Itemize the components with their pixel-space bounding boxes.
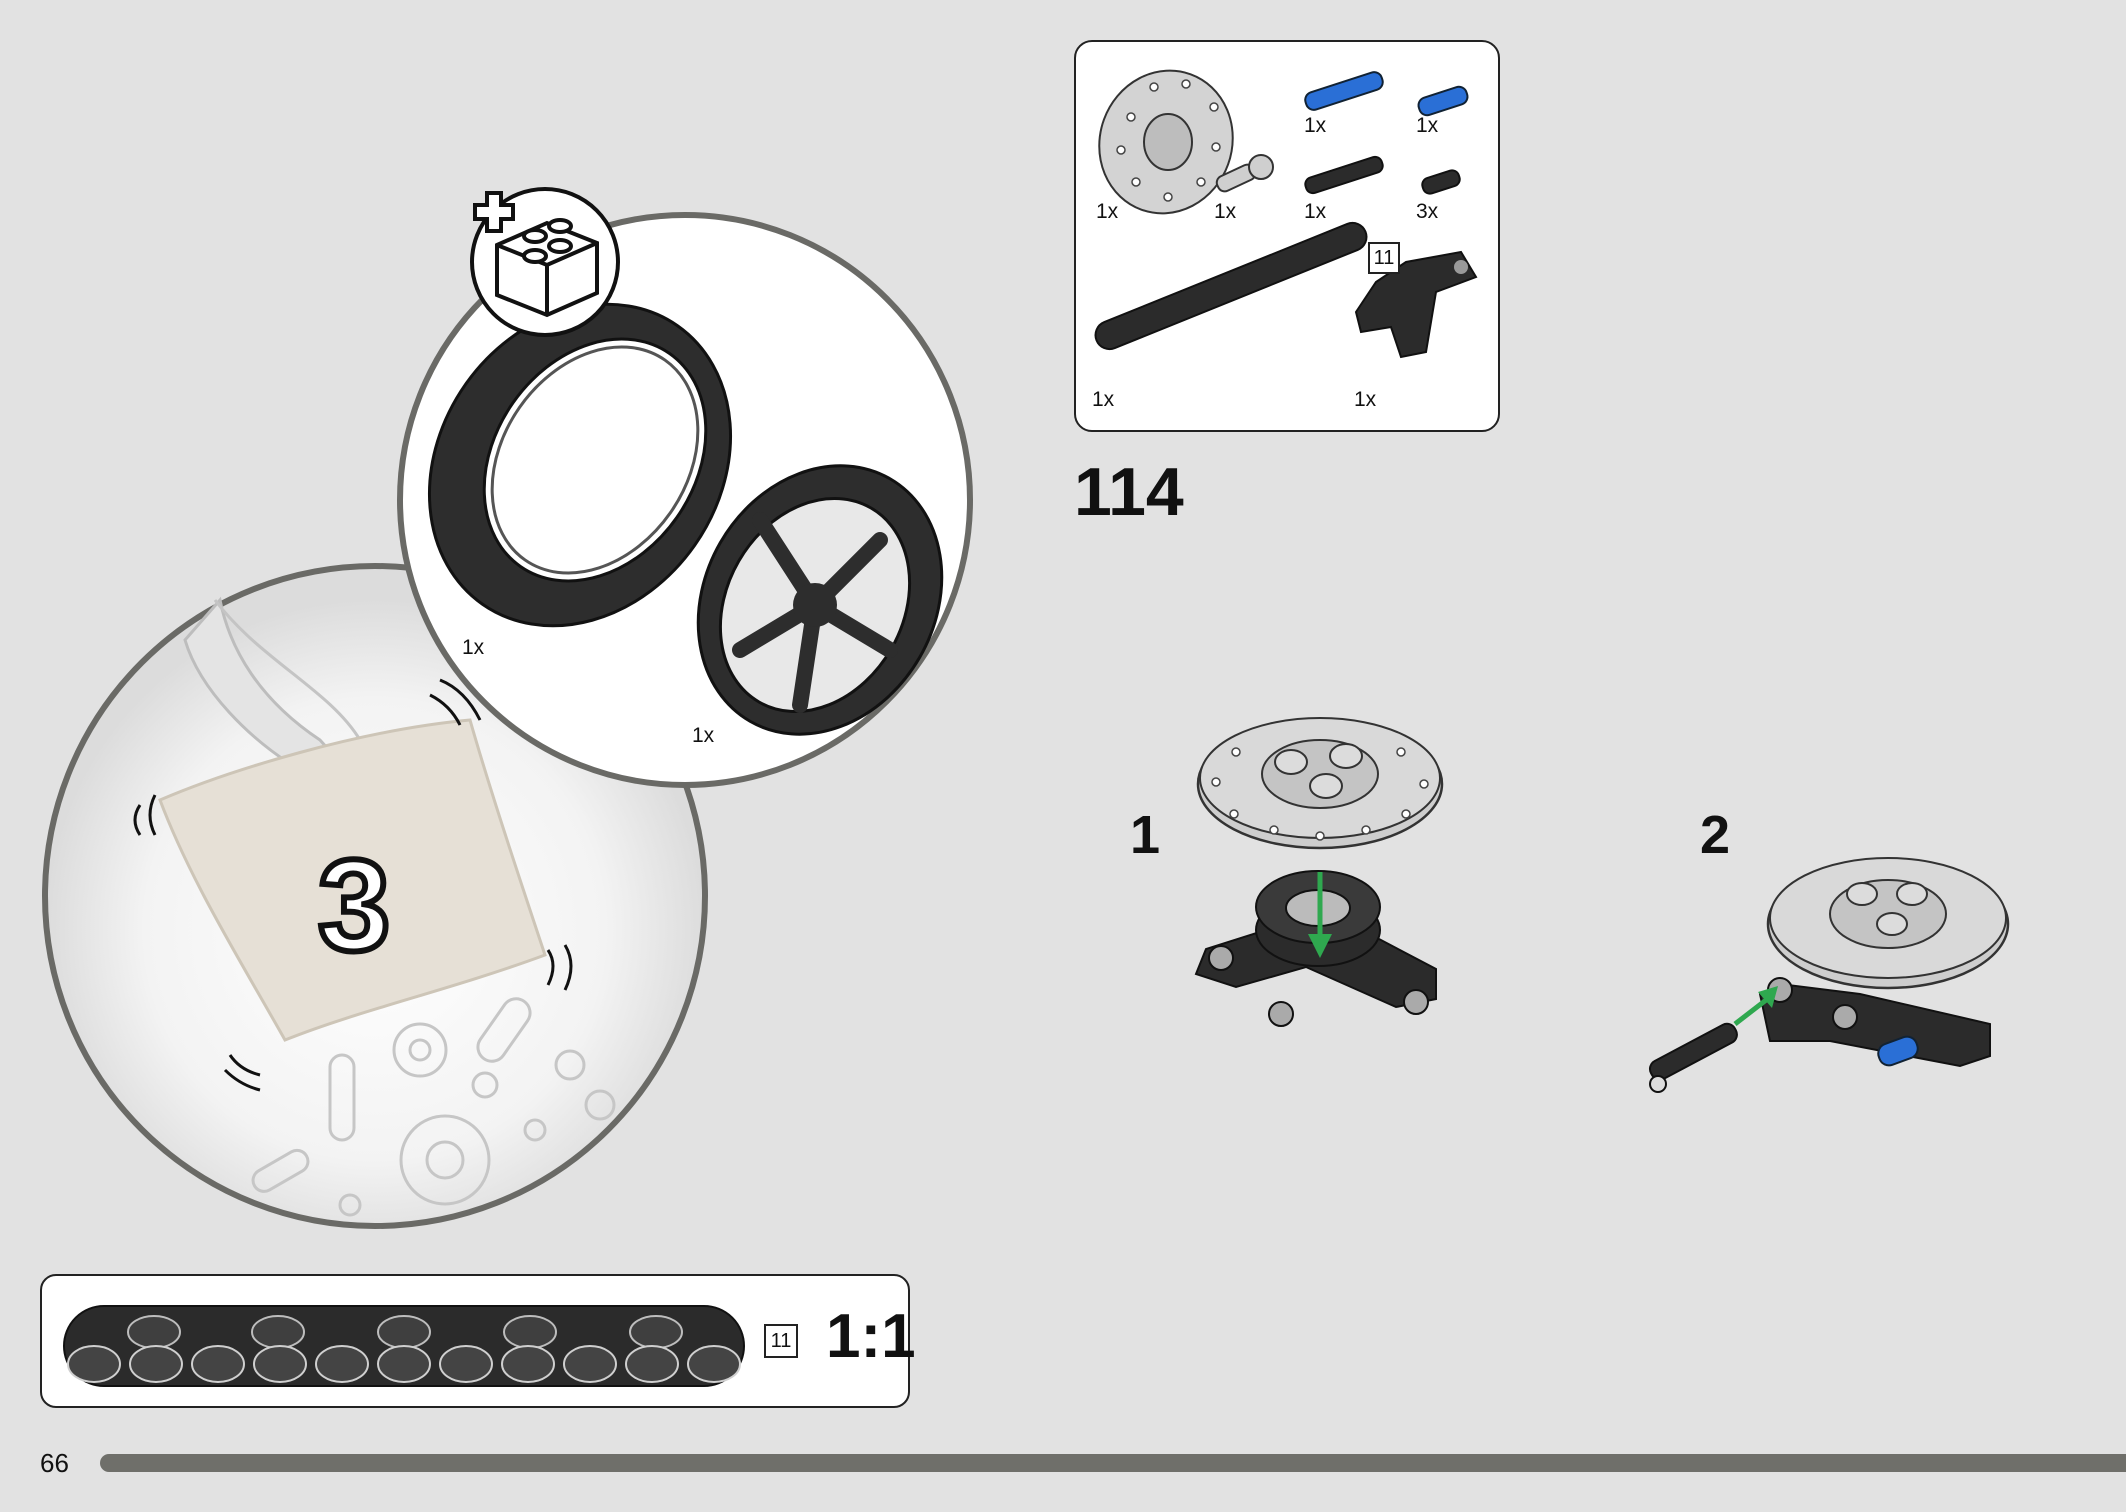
bag-number: 3 (315, 832, 393, 978)
beam-1to1-drawing (63, 1305, 745, 1387)
pin-connector-qty: 1x (1214, 200, 1237, 223)
blue-pin-long-icon (1304, 71, 1384, 111)
tire-qty: 1x (462, 636, 485, 659)
steering-hub-qty: 1x (1354, 388, 1377, 411)
parts-list-box: 1x 1x 1x 1x 1x 3x 11 1x 1x (1074, 40, 1500, 432)
page-number: 66 (40, 1448, 69, 1478)
blue-pin-icon (1417, 85, 1469, 117)
blue-pin-qty: 1x (1416, 114, 1439, 137)
blue-pin-long-qty: 1x (1304, 114, 1327, 137)
black-axle-pin-qty: 1x (1304, 200, 1327, 223)
substep-2-number: 2 (1700, 805, 1731, 865)
beam-11-qty: 1x (1092, 388, 1115, 411)
pin-connector-icon (1215, 154, 1274, 193)
black-axle-pin-icon (1304, 155, 1384, 195)
black-pin-icon (1421, 169, 1461, 195)
black-pin-qty: 3x (1416, 200, 1439, 223)
beam-11-icon (1094, 221, 1368, 351)
rim-qty: 1x (692, 724, 715, 747)
scale-label: 1:1 (826, 1302, 916, 1371)
beam-length-tag: 11 (1368, 242, 1400, 274)
brake-disc-qty: 1x (1096, 200, 1119, 223)
substep-1-drawing (1194, 717, 1444, 1027)
progress-bar (100, 1454, 2126, 1472)
tire-drawing (427, 302, 733, 628)
ruler-length-tag: 11 (764, 1324, 798, 1358)
substep-2-drawing (1648, 857, 2010, 1093)
substep-1-number: 1 (1130, 805, 1161, 865)
brake-disc-icon (1098, 69, 1234, 215)
step-number: 114 (1074, 454, 1184, 530)
scale-ruler-box: 11 1:1 (40, 1274, 916, 1408)
